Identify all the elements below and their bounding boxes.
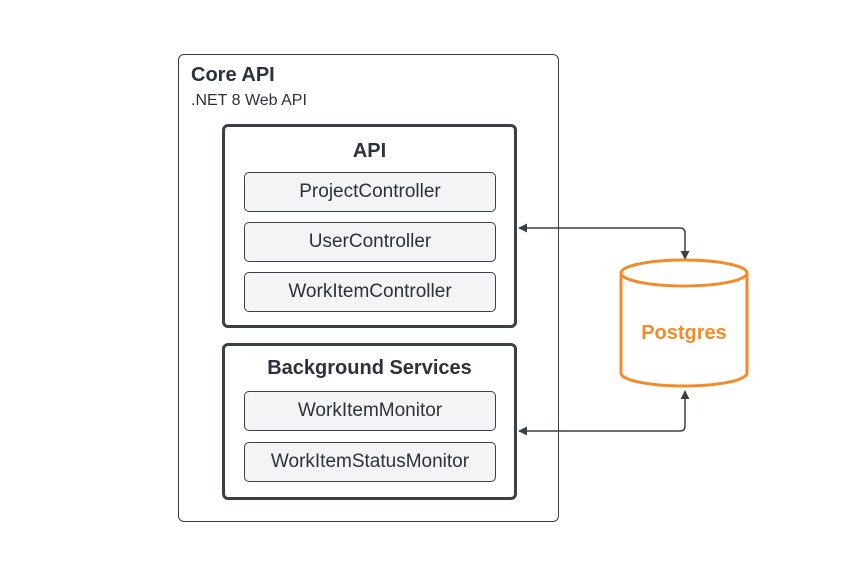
core-api-subtitle: .NET 8 Web API [191, 92, 307, 109]
background-services-group: Background Services WorkItemMonitor Work… [222, 343, 517, 500]
workitem-controller-box: WorkItemController [244, 272, 496, 312]
postgres-label: Postgres [641, 322, 727, 344]
user-controller-box: UserController [244, 222, 496, 262]
background-services-title: Background Services [267, 357, 472, 379]
core-api-title: Core API [191, 64, 275, 86]
workitem-monitor-box: WorkItemMonitor [244, 391, 496, 431]
api-postgres-connector [518, 223, 690, 260]
workitem-status-monitor-box: WorkItemStatusMonitor [244, 442, 496, 482]
bg-postgres-connector [518, 390, 690, 436]
project-controller-box: ProjectController [244, 172, 496, 212]
api-group: API ProjectController UserController Wor… [222, 124, 517, 328]
api-group-title: API [352, 140, 387, 162]
postgres-database-icon [619, 258, 749, 388]
